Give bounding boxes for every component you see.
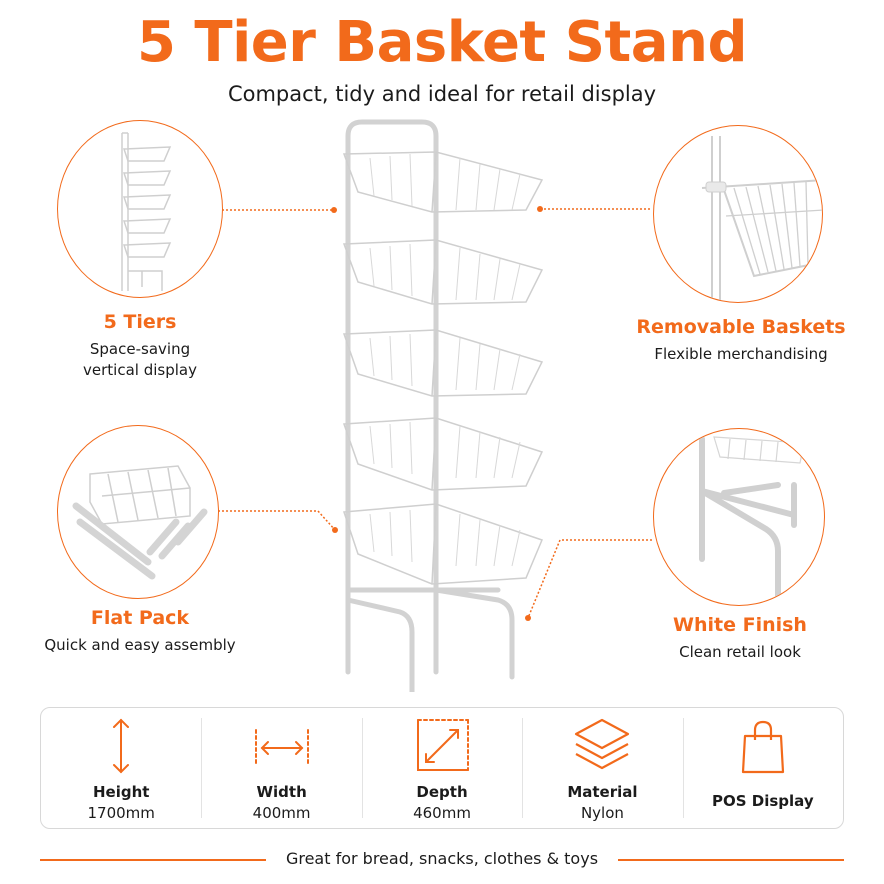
flatpack-desc-line1: Quick and easy assembly <box>44 636 236 654</box>
baskets-feature: Removable Baskets Flexible merchandising <box>616 316 866 365</box>
spec-material-value: Nylon <box>580 804 624 822</box>
spec-depth: Depth 460mm <box>361 708 522 828</box>
tiers-desc-line1: Space-saving <box>89 340 191 358</box>
tiers-desc-line2: vertical display <box>83 361 197 379</box>
flatpack-parts-illustration <box>72 465 208 580</box>
spec-pos: POS Display <box>682 708 843 828</box>
baskets-heading: Removable Baskets <box>636 316 846 338</box>
baskets <box>342 151 544 585</box>
base-frame-closeup-illustration <box>699 436 805 605</box>
spec-width: Width 400mm <box>201 708 361 828</box>
width-arrow-icon <box>254 729 309 767</box>
mini-stand-illustration <box>121 132 172 291</box>
page-subtitle: Compact, tidy and ideal for retail displ… <box>227 82 657 106</box>
flatpack-feature-image <box>57 425 219 599</box>
spec-height-label: Height <box>92 783 150 801</box>
shopping-bag-icon <box>741 720 784 774</box>
footer-rule-right <box>618 859 844 861</box>
spec-width-value: 400mm <box>252 804 311 822</box>
tiers-heading: 5 Tiers <box>103 311 177 333</box>
depth-arrow-icon <box>417 719 470 771</box>
spec-material: Material Nylon <box>522 708 682 828</box>
finish-desc-line1: Clean retail look <box>679 643 801 661</box>
tiers-feature: 5 Tiers Space-saving vertical display <box>40 311 240 381</box>
spec-depth-label: Depth <box>416 783 468 801</box>
finish-feature: White Finish Clean retail look <box>630 614 850 663</box>
spec-pos-label: POS Display <box>712 792 814 810</box>
layers-icon <box>575 718 630 770</box>
spec-width-label: Width <box>256 783 307 801</box>
footer-rule-left <box>40 859 266 861</box>
basket-closeup-illustration <box>701 136 822 301</box>
baskets-feature-image <box>653 125 823 303</box>
flatpack-feature: Flat Pack Quick and easy assembly <box>30 607 250 656</box>
finish-feature-image <box>653 428 825 606</box>
height-arrow-icon <box>113 718 130 774</box>
spec-height-value: 1700mm <box>87 804 155 822</box>
flatpack-heading: Flat Pack <box>90 607 190 629</box>
spec-height: Height 1700mm <box>41 708 201 828</box>
tiers-feature-image <box>57 120 223 298</box>
footer-tagline: Great for bread, snacks, clothes & toys <box>285 849 599 868</box>
spec-depth-value: 460mm <box>413 804 471 822</box>
specs-bar: Height 1700mm Width 400mm <box>40 707 844 829</box>
page-title: 5 Tier Basket Stand <box>136 10 748 75</box>
finish-heading: White Finish <box>673 614 807 636</box>
basket-stand-illustration <box>342 119 544 692</box>
baskets-desc-line1: Flexible merchandising <box>654 345 828 363</box>
spec-material-label: Material <box>567 783 638 801</box>
